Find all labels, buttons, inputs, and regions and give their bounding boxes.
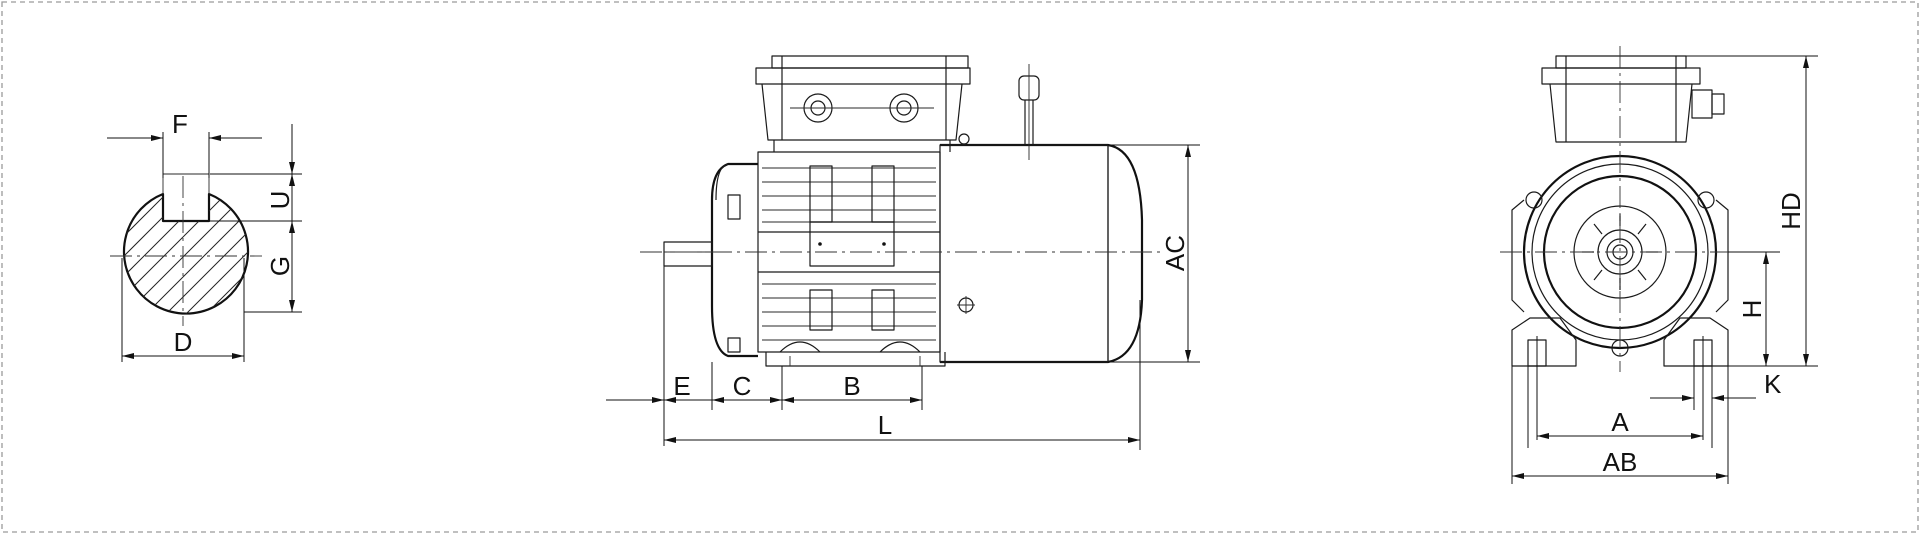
terminal-box <box>755 55 971 152</box>
brake-housing <box>939 144 1109 363</box>
motor-side-view: AC E C B L <box>606 55 1200 450</box>
dim-label-AB: AB <box>1603 447 1638 477</box>
dim-label-B: B <box>843 371 860 401</box>
dim-label-L: L <box>878 410 892 440</box>
dim-label-H: H <box>1737 300 1767 319</box>
dim-label-F: F <box>172 109 188 139</box>
dim-label-E: E <box>673 371 690 401</box>
brake-release-lever <box>1018 64 1040 160</box>
shaft-extension <box>663 241 713 267</box>
dim-label-AC: AC <box>1160 235 1190 271</box>
dim-label-K: K <box>1764 369 1782 399</box>
front-bearing-cap <box>727 194 741 220</box>
dim-label-D: D <box>174 327 193 357</box>
dim-label-U: U <box>265 191 295 210</box>
lifting-lug-right <box>1697 191 1715 209</box>
motor-foot <box>765 352 946 367</box>
cooling-fins <box>762 167 936 341</box>
nameplate <box>809 221 895 267</box>
end-shield <box>710 162 758 358</box>
dim-label-C: C <box>733 371 752 401</box>
motor-front-view: HD H K A AB <box>1500 46 1818 484</box>
dim-label-HD: HD <box>1776 192 1806 230</box>
dim-label-G: G <box>265 256 295 276</box>
fan-cover <box>940 143 1144 364</box>
lifting-lug-left <box>1525 191 1543 209</box>
side-cable-gland <box>1691 89 1713 119</box>
dim-label-A: A <box>1611 407 1629 437</box>
front-feet <box>1511 317 1577 367</box>
shaft-section-view: F U G D <box>107 109 302 362</box>
front-terminal-box <box>1541 55 1725 143</box>
